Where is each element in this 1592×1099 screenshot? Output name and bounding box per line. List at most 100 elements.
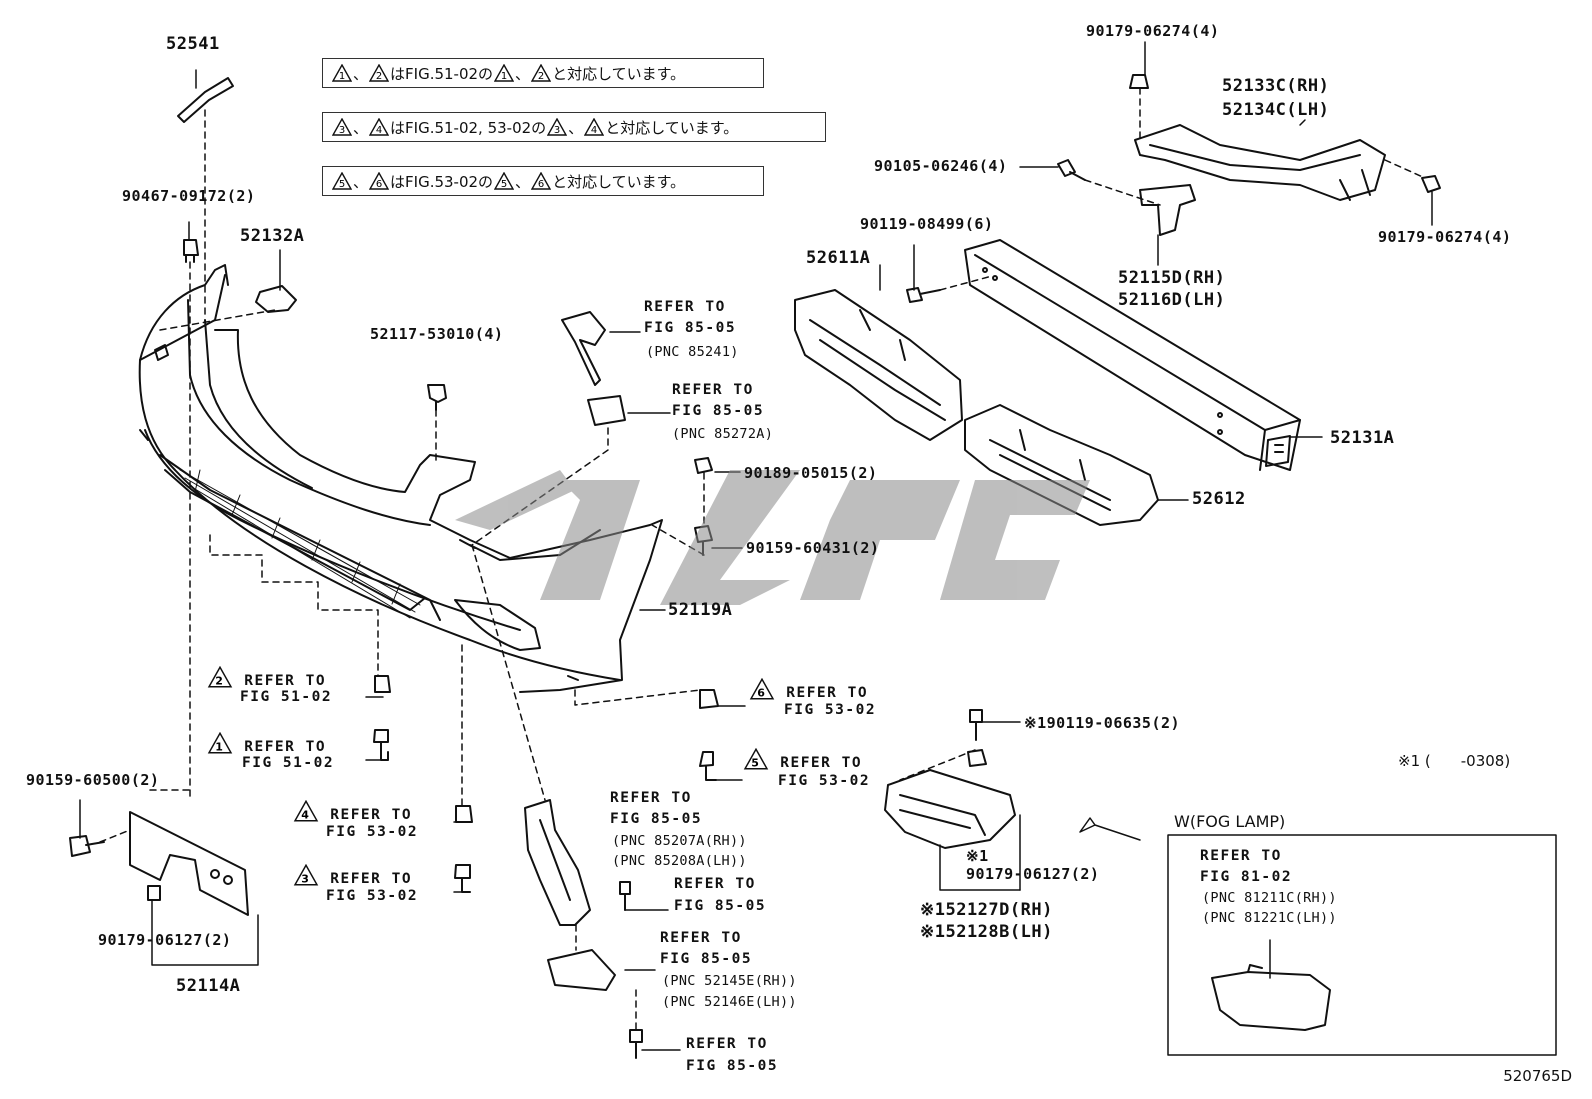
refer-mark-2-line2[interactable]: FIG 51-02	[240, 689, 333, 705]
energy-absorber-52611A	[794, 289, 963, 441]
part-label-52119A[interactable]: 52119A	[668, 600, 733, 620]
fog-refer-line2[interactable]: FIG 81-02	[1200, 869, 1293, 885]
clip-90467	[183, 239, 199, 263]
refer-mark-2[interactable]: 2 REFER TO	[206, 666, 326, 692]
part-label-52117-53010[interactable]: 52117-53010(4)	[370, 325, 504, 343]
svg-text:3: 3	[339, 125, 345, 136]
part-label-90119-06635[interactable]: ※190119-06635(2)	[1024, 714, 1181, 732]
refer-85-05-a-line2[interactable]: FIG 85-05	[674, 898, 767, 914]
part-label-52611A[interactable]: 52611A	[806, 248, 871, 268]
figure-code: 520765D	[1503, 1067, 1572, 1085]
part-label-90159-60500[interactable]: 90159-60500(2)	[26, 771, 160, 789]
part-label-90467-09172[interactable]: 90467-09172(2)	[122, 187, 256, 205]
watermark-logo	[455, 470, 1090, 605]
svg-text:2: 2	[538, 71, 544, 82]
svg-text:3: 3	[554, 125, 560, 136]
part-label-52128B[interactable]: ※152128B(LH)	[920, 922, 1053, 942]
part-label-90189-05015[interactable]: 90189-05015(2)	[744, 464, 878, 482]
note-box-3: 5 、 6 はFIG.53-02の 5 、 6 と対応しています。	[322, 166, 764, 196]
bracket-52115D	[1139, 184, 1196, 236]
part-label-52114A[interactable]: 52114A	[176, 976, 241, 996]
note-mark-1: ※1	[966, 847, 989, 865]
part-label-52116D[interactable]: 52116D(LH)	[1118, 290, 1226, 310]
part-label-90179-06127-left[interactable]: 90179-06127(2)	[98, 931, 232, 949]
refer-mark-6[interactable]: 6 REFER TO	[748, 678, 868, 704]
refer-mark-4-line2[interactable]: FIG 53-02	[326, 824, 419, 840]
refer-52145-pnc-lh: (PNC 52146E(LH))	[662, 994, 797, 1010]
part-label-90159-60431[interactable]: 90159-60431(2)	[746, 539, 880, 557]
note-sep: 、	[353, 64, 369, 83]
refer-85241-line2[interactable]: FIG 85-05	[644, 320, 737, 336]
refer-85207-pnc-rh: (PNC 85207A(RH))	[612, 833, 747, 849]
refer-85207-line2[interactable]: FIG 85-05	[610, 811, 703, 827]
part-label-90179-06274-right[interactable]: 90179-06274(4)	[1378, 228, 1512, 246]
refer-mark-5[interactable]: 5 REFER TO	[742, 748, 862, 774]
note-text: と対応しています。	[552, 64, 686, 83]
refer-85207-pnc-lh: (PNC 85208A(LH))	[612, 853, 747, 869]
refer-mark-4[interactable]: 4 REFER TO	[292, 800, 412, 826]
warning-triangle-icon: 1	[494, 64, 515, 82]
part-label-52134C[interactable]: 52134C(LH)	[1222, 100, 1330, 120]
warning-triangle-icon: 2	[369, 64, 390, 82]
refer-85-05-b-line2[interactable]: FIG 85-05	[686, 1058, 779, 1074]
part-label-52132A[interactable]: 52132A	[240, 226, 305, 246]
part-label-52115D[interactable]: 52115D(RH)	[1118, 268, 1226, 288]
svg-text:2: 2	[215, 674, 225, 687]
warning-triangle-icon: 3	[332, 118, 352, 136]
refer-mark-3-line2[interactable]: FIG 53-02	[326, 888, 419, 904]
part-label-52127D[interactable]: ※152127D(RH)	[920, 900, 1053, 920]
refer-85272A-line1[interactable]: REFER TO	[672, 382, 754, 398]
lower-grille-mesh	[179, 469, 421, 619]
washer-actuator-85207A	[524, 799, 591, 926]
refer-52145-pnc-rh: (PNC 52145E(RH))	[662, 973, 797, 989]
svg-text:1: 1	[339, 71, 345, 82]
fog-refer-line1[interactable]: REFER TO	[1200, 848, 1282, 864]
reinforcement-52131A	[964, 239, 1301, 471]
fog-refer-pnc-rh: (PNC 81211C(RH))	[1202, 890, 1337, 906]
warning-triangle-icon: 6	[531, 172, 552, 190]
part-label-90179-06274-top[interactable]: 90179-06274(4)	[1086, 22, 1220, 40]
pointer-arrow	[1079, 817, 1141, 841]
svg-text:5: 5	[339, 179, 345, 190]
refer-85207-line1[interactable]: REFER TO	[610, 790, 692, 806]
refer-52145-line1[interactable]: REFER TO	[660, 930, 742, 946]
svg-text:3: 3	[301, 872, 311, 885]
warning-triangle-icon: 4	[584, 118, 605, 136]
svg-text:6: 6	[376, 179, 382, 190]
refer-mark-6-line2[interactable]: FIG 53-02	[784, 702, 877, 718]
refer-85241-line1[interactable]: REFER TO	[644, 299, 726, 315]
clip-52117	[427, 384, 447, 411]
note-text: はFIG.53-02の	[390, 172, 494, 191]
svg-text:5: 5	[751, 756, 761, 769]
fog-lamp-title: W(FOG LAMP)	[1174, 812, 1286, 831]
part-label-90179-06127-right[interactable]: 90179-06127(2)	[966, 865, 1100, 883]
fog-lamp-81211C	[1211, 971, 1331, 1031]
part-label-90105-06246[interactable]: 90105-06246(4)	[874, 157, 1008, 175]
part-label-52612[interactable]: 52612	[1192, 489, 1246, 509]
svg-text:4: 4	[301, 808, 311, 821]
warning-triangle-icon: 1	[332, 64, 352, 82]
license-bracket-52114A	[129, 811, 249, 916]
svg-text:1: 1	[501, 71, 507, 82]
refer-mark-3[interactable]: 3 REFER TO	[292, 864, 412, 890]
refer-mark-1-line2[interactable]: FIG 51-02	[242, 755, 335, 771]
note-sep: 、	[568, 118, 584, 137]
bracket-52132A	[255, 285, 297, 313]
refer-mark-1[interactable]: 1 REFER TO	[206, 732, 326, 758]
warning-triangle-icon: 3	[547, 118, 568, 136]
refer-85-05-a-line1[interactable]: REFER TO	[674, 876, 756, 892]
refer-85-05-b-line1[interactable]: REFER TO	[686, 1036, 768, 1052]
part-label-52131A[interactable]: 52131A	[1330, 428, 1395, 448]
refer-52145-line2[interactable]: FIG 85-05	[660, 951, 753, 967]
part-label-52133C[interactable]: 52133C(RH)	[1222, 76, 1330, 96]
part-label-90119-08499[interactable]: 90119-08499(6)	[860, 215, 994, 233]
refer-mark-1-line1: REFER TO	[244, 739, 327, 755]
part-label-52541[interactable]: 52541	[166, 34, 220, 54]
refer-85272A-line2[interactable]: FIG 85-05	[672, 403, 765, 419]
warning-triangle-icon: 2	[531, 64, 552, 82]
warning-triangle-icon: 3	[293, 864, 319, 886]
note-text: はFIG.51-02, 53-02の	[390, 118, 547, 137]
svg-text:4: 4	[591, 125, 597, 136]
refer-mark-5-line2[interactable]: FIG 53-02	[778, 773, 871, 789]
molding-strip-52541	[177, 77, 234, 123]
